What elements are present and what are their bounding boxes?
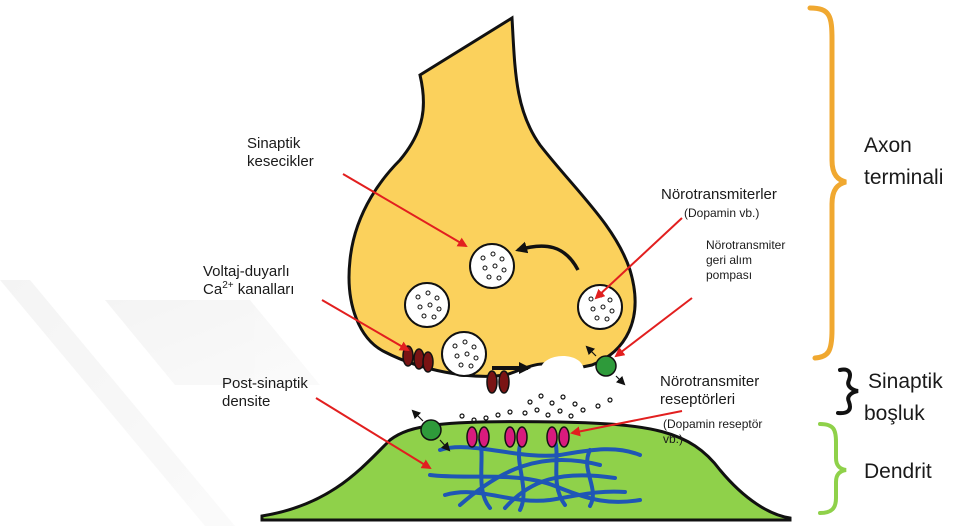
neurotransmitter-dots: [460, 394, 612, 422]
synaptic-vesicle: [442, 332, 486, 376]
label-norotransmiterler: Nörotransmiterler: [661, 186, 777, 203]
dendrite-brace: [820, 424, 846, 513]
label-voltaj-duyarli: Voltaj-duyarlı Ca2+ kanalları: [203, 263, 294, 298]
watermark: [0, 280, 320, 526]
label-sinaptik-kesecikler: Sinaptik kesecikler: [247, 135, 314, 170]
synaptic-vesicle: [405, 283, 449, 327]
label-axon-terminali: Axon terminali: [864, 134, 943, 189]
label-dendrit: Dendrit: [864, 460, 932, 483]
label-geri-alim-pompasi: Nörotransmiter geri alım pompası: [706, 238, 789, 282]
label-dopamin: (Dopamin vb.): [684, 206, 759, 220]
gap-brace: [838, 369, 858, 413]
axon-brace: [810, 8, 846, 358]
exocytosis-vesicle: [540, 356, 584, 392]
synaptic-vesicle: [470, 244, 514, 288]
label-sinaptik-bosluk: Sinaptik boşluk: [864, 370, 949, 425]
label-reseptorleri: Nörotransmiter reseptörleri: [660, 373, 763, 408]
label-dopamin-reseptor: (Dopamin reseptör vb.): [663, 417, 766, 446]
label-post-sinaptik: Post-sinaptik densite: [222, 375, 312, 410]
synaptic-vesicle: [578, 285, 622, 329]
